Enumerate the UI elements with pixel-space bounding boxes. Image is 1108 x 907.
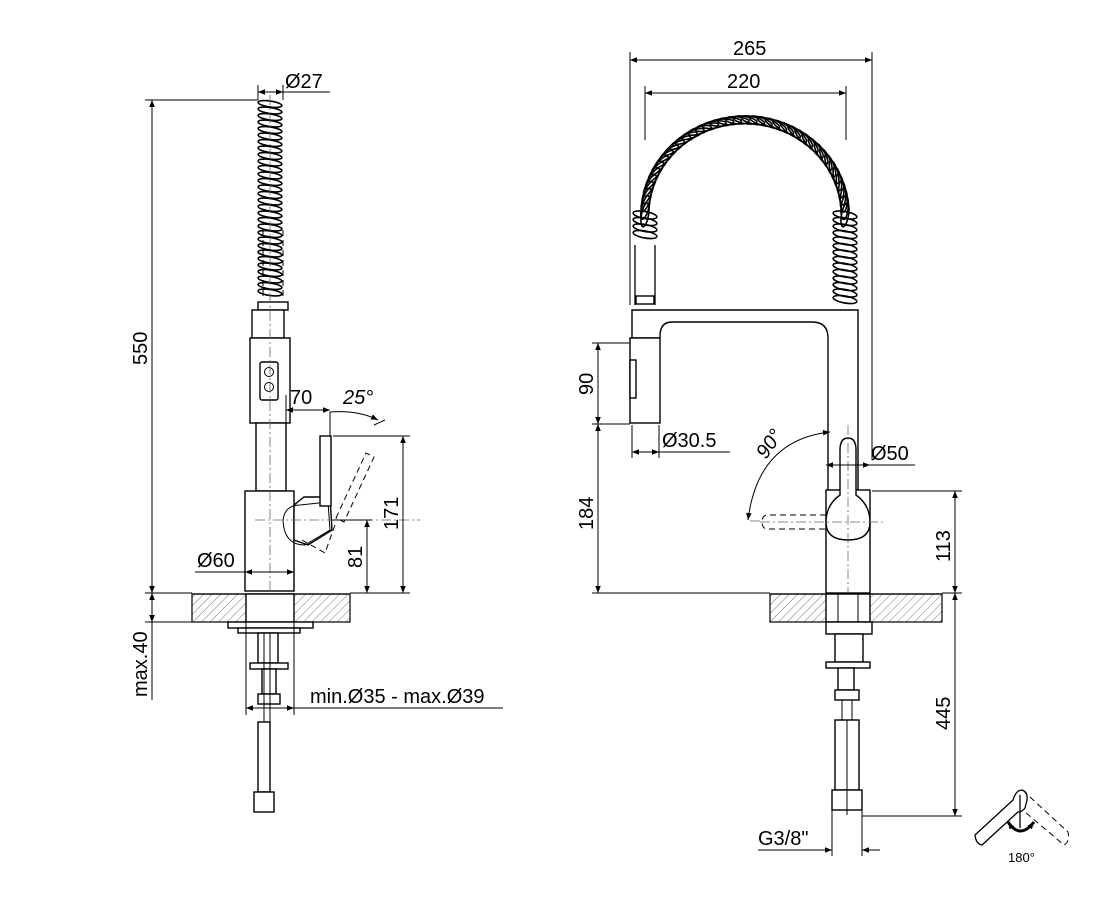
front-dim-swing-angle: 90° <box>752 425 787 462</box>
coil-turn <box>832 294 858 305</box>
coil-turn <box>832 262 858 272</box>
coil-turn <box>828 159 840 185</box>
side-dim-body-height: 81 <box>345 546 367 568</box>
side-dim-body-diameter: Ø60 <box>197 550 235 572</box>
coil-turn <box>832 216 858 227</box>
front-spring-coil <box>632 114 858 305</box>
coil-turn <box>837 180 847 206</box>
coil-turn <box>832 210 858 220</box>
coil-turn <box>748 115 773 128</box>
coil-turn <box>794 128 814 148</box>
front-dim-spout-height: 184 <box>576 497 598 530</box>
front-dim-connection: G3/8" <box>758 828 808 850</box>
rotation-arrow-icon: 180° <box>974 789 1069 865</box>
rotation-label: 180° <box>1008 850 1035 865</box>
side-view: Ø27 550 70 25° 171 81 Ø60 max.40 <box>130 71 503 813</box>
side-dim-lever-height: 171 <box>381 497 403 530</box>
side-spray-head <box>251 309 285 339</box>
coil-turn <box>257 288 283 297</box>
coil-turn <box>832 268 858 279</box>
front-dim-hose-length: 445 <box>933 697 955 730</box>
front-dim-spray-length: 90 <box>576 373 598 395</box>
coil-turn <box>764 117 788 132</box>
front-dim-lever-height: 113 <box>933 530 955 562</box>
coil-turn <box>832 236 858 246</box>
coil-turn <box>832 223 858 233</box>
coil-turn <box>740 114 766 126</box>
side-dim-hole-diameter: min.Ø35 - max.Ø39 <box>310 686 485 708</box>
coil-turn <box>818 147 833 171</box>
coil-turn <box>632 210 658 220</box>
coil-turn <box>832 255 858 266</box>
side-dim-lever-reach: 70 <box>290 387 312 409</box>
coil-turn <box>801 132 819 154</box>
coil-turn <box>832 275 858 285</box>
coil-turn <box>835 172 845 199</box>
coil-turn <box>832 229 858 240</box>
coil-turn <box>632 223 658 233</box>
coil-turn <box>823 153 837 178</box>
coil-turn <box>787 124 808 144</box>
coil-turn <box>674 131 698 146</box>
coil-turn <box>840 194 850 221</box>
coil-turn <box>832 288 858 298</box>
coil-turn <box>632 229 658 240</box>
side-body <box>244 490 295 592</box>
coil-turn <box>840 202 850 228</box>
coil-turn <box>813 142 829 165</box>
front-view: 265 220 90 Ø30.5 184 90° Ø50 113 <box>576 38 962 856</box>
front-dim-spray-diameter: Ø30.5 <box>662 430 716 452</box>
coil-turn <box>832 166 843 192</box>
coil-turn <box>632 216 658 227</box>
front-dim-column-diameter: Ø50 <box>871 443 909 465</box>
front-dim-total-width: 265 <box>733 38 766 60</box>
coil-turn <box>756 116 781 130</box>
side-dim-hose-diameter: Ø27 <box>285 71 323 93</box>
side-dim-max-thickness: max.40 <box>130 631 152 697</box>
coil-turn <box>832 242 858 253</box>
front-dim-coil-width: 220 <box>727 71 760 93</box>
coil-turn <box>832 281 858 292</box>
coil-turn <box>807 136 824 159</box>
coil-turn <box>839 187 849 213</box>
side-lever <box>319 435 332 507</box>
coil-turn <box>772 119 795 136</box>
side-dim-total-height: 550 <box>130 332 152 365</box>
coil-turn <box>658 144 680 163</box>
coil-turn <box>779 121 802 139</box>
side-dim-lever-angle: 25° <box>342 387 373 409</box>
side-spring-coil <box>257 99 283 297</box>
coil-turn <box>668 135 692 151</box>
coil-turn <box>663 139 686 157</box>
coil-turn <box>832 249 858 259</box>
